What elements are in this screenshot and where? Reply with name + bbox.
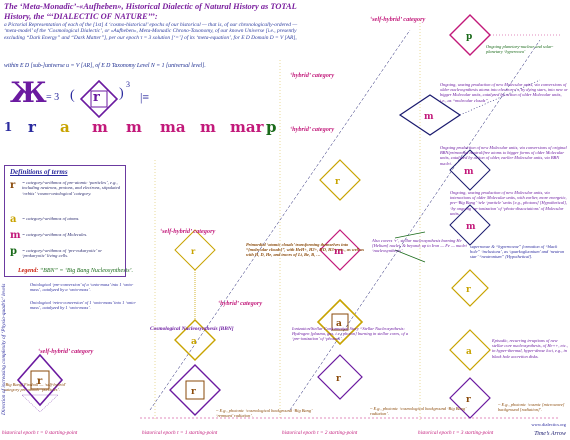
def-item-a: = category/-arithmos of atoms. [22, 216, 80, 221]
svg-text:m: m [334, 247, 344, 257]
def-item-r: = category/-arithmos of pre-atomic ‘part… [22, 180, 120, 196]
category-hybrid-3: ‘hybrid’ category [218, 300, 263, 307]
category-hybrid-2: ‘hybrid’ category [290, 126, 335, 133]
svg-text:m: m [424, 112, 434, 122]
svg-text:a: a [466, 347, 472, 357]
photonic-note-2: ~ E.g., photonic ‘cosmological backgroun… [216, 408, 312, 419]
expansion-row: 1 r a m m ma m mar p [4, 118, 284, 142]
within-line: within E D [sub-]universe u = V [AR], of… [4, 63, 206, 69]
page-subtitle: a Pictorial Representation of each of th… [4, 22, 298, 41]
photonic-note-3: ~ E.g., photonic ‘cosmological backgroun… [370, 406, 466, 417]
legend: Legend: “BBN” = ‘Big Bang Nucleosynthesi… [18, 268, 133, 274]
category-self-hybrid-1: ‘self-hybrid’ category [370, 16, 426, 23]
row-term-r: r [28, 118, 36, 136]
svg-text:r: r [191, 246, 196, 256]
tau-equals: = 3 [46, 92, 60, 103]
svg-text:r: r [191, 387, 196, 397]
epoch-0-label: historical epoch τ = 0 starting-point [2, 430, 78, 436]
note-molecular-3: Ongoing, waxing production of new Molecu… [450, 190, 568, 216]
svg-text:r: r [466, 395, 471, 405]
legend-text: “BBN” = ‘Big Bang Nucleosynthesis’. [39, 268, 134, 274]
svg-text:m: m [464, 167, 474, 177]
row-term-m2: m [126, 118, 142, 136]
page-title: The ‘Meta-Monadic’-«Aufheben», Historica… [4, 2, 297, 21]
svg-text:m: m [466, 222, 476, 232]
def-mark-a: a [10, 214, 17, 225]
photonic-note-1: ~ E.g., photonic ‘cosmic [microwave] bac… [498, 402, 565, 413]
r-symbol: r [93, 90, 100, 105]
note-conformation: Ionization/Stellar Conformation Story “S… [292, 326, 409, 342]
epoch-1-label: historical epoch τ = 1 starting-point [142, 430, 218, 436]
open-paren: ( [70, 88, 75, 103]
epoch-3-label: historical epoch τ = 3 starting-point [418, 430, 494, 436]
def-item-p: = category/-arithmos of ‘pre-eukaryotic’… [22, 248, 102, 259]
row-term-mar: mar [230, 118, 264, 136]
row-term-ma: ma [160, 118, 186, 136]
definitions-title: Definitions of terms [10, 168, 68, 176]
zhe-symbol: Ж [10, 76, 47, 109]
note-primordial: Primordial ‘atomic clouds’ transforming … [246, 242, 365, 258]
power-three: 3 [126, 80, 130, 89]
category-self-hybrid-3: ‘self-hybrid’ category [38, 348, 94, 355]
category-self-hybrid-2: ‘self-hybrid’ category [160, 228, 216, 235]
svg-text:r: r [336, 374, 341, 384]
cosmo-nucleosynthesis-label: Cosmological Nucleosynthesis [BBN] [150, 326, 234, 332]
op-retro-conversion: Ontological ‘retro-conversion’ of 1 ‘ont… [30, 300, 137, 311]
epoch-2-label: historical epoch τ = 2 starting-point [282, 430, 358, 436]
row-term-a: a [60, 118, 70, 136]
svg-text:r: r [466, 285, 471, 295]
note-hypernovae: supernovae & “hypernovae” formation of “… [470, 244, 565, 260]
category-hybrid-1: ‘hybrid’ category [290, 72, 335, 79]
note-planetary: Ongoing planetary-nuclear and solar-plan… [486, 44, 554, 55]
epoch3-diamonds: p m m m r a r [398, 14, 491, 419]
site-credit: www.dialectics.org [531, 422, 566, 427]
svg-text:r: r [37, 376, 43, 387]
op-pre-conversion: Ontological ‘pre-conversion’ of a ‘onto-… [30, 282, 134, 293]
note-molecular-2: Ongoing production of new Molecular unit… [440, 145, 567, 166]
definitions-box [4, 165, 126, 277]
def-mark-p: p [10, 246, 17, 257]
def-item-m: = category/-arithmos of Molecules. [22, 232, 88, 237]
times-arrow-label: Time’s Arrow [534, 431, 566, 437]
note-episodic: Episodic, recurring irruptions of new st… [492, 338, 568, 359]
implies-symbol: |≡ [140, 90, 150, 104]
note-molecular-1: Ongoing, waxing production of new Molecu… [440, 82, 568, 103]
row-term-m: m [92, 118, 108, 136]
def-mark-r: r [10, 180, 16, 191]
svg-text:a: a [336, 319, 342, 329]
svg-text:a: a [191, 337, 197, 347]
r-diamond-main [80, 80, 118, 118]
row-term-m3: m [200, 118, 216, 136]
big-bang-label: ‘Big Bang’ Fireball — ‘self-hybrid’ cate… [4, 382, 66, 393]
legend-label: Legend: [18, 268, 39, 274]
note-stellar-burning: Also covers ‘r’, stellar nucleosynthesis… [372, 238, 467, 254]
row-term-p: p [266, 118, 277, 136]
row-term-1: 1 [4, 120, 13, 134]
epoch1-diamonds: a r r [169, 229, 221, 416]
epoch0-diamond: r [16, 353, 64, 407]
svg-text:r: r [335, 177, 340, 187]
svg-text:p: p [466, 32, 472, 42]
complexity-axis-label: Direction of increasing complexity of ‘P… [1, 283, 7, 415]
def-mark-m: m [10, 230, 21, 241]
close-paren: ) [119, 86, 124, 101]
epoch2-diamonds: a r m r [316, 159, 364, 400]
